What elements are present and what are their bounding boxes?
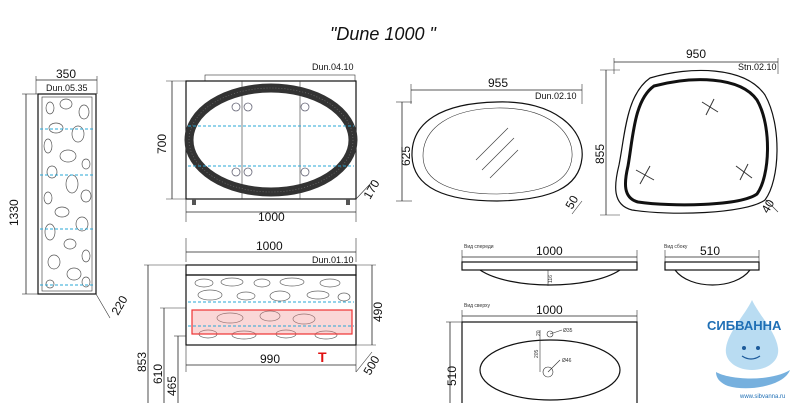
column-width: 350 xyxy=(56,67,76,81)
mirror-width: 955 xyxy=(488,76,508,90)
mirror-depth: 50 xyxy=(562,193,581,212)
basin-side-label: Вид сбоку xyxy=(664,244,688,250)
brand-url: www.sibvanna.ru xyxy=(739,394,785,400)
stone-mirror-drawing: 950 Stn.02.10 855 40 xyxy=(593,47,779,216)
basin-top-label: Вид сверху xyxy=(464,303,491,309)
vanity-height-body: 610 xyxy=(151,364,165,384)
basin-top-d2: Ø46 xyxy=(562,358,572,364)
drawing-title: "Dune 1000 " xyxy=(330,24,437,44)
vanity-width-top: 1000 xyxy=(256,239,283,253)
basin-front-width: 1000 xyxy=(536,244,563,258)
column-code: Dun.05.35 xyxy=(46,83,88,93)
vanity-code: Dun.01.10 xyxy=(312,255,354,265)
vanity-depth-base: 500 xyxy=(360,353,382,378)
stone-mirror-depth: 40 xyxy=(758,197,777,216)
stone-mirror-width: 950 xyxy=(686,47,706,61)
basin-top-width: 1000 xyxy=(536,303,563,317)
brand-name: СИБВАННА xyxy=(707,318,782,333)
position-marker: T xyxy=(318,349,327,365)
basin-top-dim-a: 20 xyxy=(536,330,542,336)
basin-side-width: 510 xyxy=(700,244,720,258)
vanity-drawing: 1000 Dun.01.10 T 990 853 610 465 490 500 xyxy=(135,238,385,403)
basin-side-drawing: Вид сбоку 510 xyxy=(664,244,760,286)
basin-top-dim-b: 205 xyxy=(534,349,540,358)
cabinet-drawing: Dun.04.10 700 1000 170 xyxy=(155,62,383,224)
basin-top-height: 510 xyxy=(445,366,459,386)
vanity-width-bottom: 990 xyxy=(260,352,280,366)
vanity-depth-body: 490 xyxy=(371,302,385,322)
column-depth: 220 xyxy=(108,293,130,318)
basin-front-small: 116 xyxy=(548,275,554,283)
stone-mirror-height: 855 xyxy=(593,144,607,164)
basin-top-drawing: Вид сверху 1000 Ø35 Ø46 20 205 510 xyxy=(445,303,638,403)
mirror-height: 625 xyxy=(399,146,413,166)
column-height: 1330 xyxy=(7,199,21,226)
mirror-code: Dun.02.10 xyxy=(535,91,577,101)
brand-logo: СИБВАННА www.sibvanna.ru xyxy=(707,300,790,400)
cabinet-depth: 170 xyxy=(360,177,382,202)
cabinet-height: 700 xyxy=(155,134,169,154)
oval-mirror-drawing: 955 Dun.02.10 625 50 xyxy=(396,76,583,215)
basin-front-label: Вид спереди xyxy=(464,244,494,250)
basin-top-d1: Ø35 xyxy=(563,328,573,334)
basin-front-drawing: Вид спереди 1000 116 xyxy=(461,244,638,286)
cabinet-code: Dun.04.10 xyxy=(312,62,354,72)
cabinet-width: 1000 xyxy=(258,210,285,224)
column-drawing: 350 Dun.05.35 1330 220 xyxy=(7,67,131,319)
vanity-height-drawer: 465 xyxy=(165,376,179,396)
vanity-height-total: 853 xyxy=(135,352,149,372)
stone-mirror-code: Stn.02.10 xyxy=(738,62,777,72)
